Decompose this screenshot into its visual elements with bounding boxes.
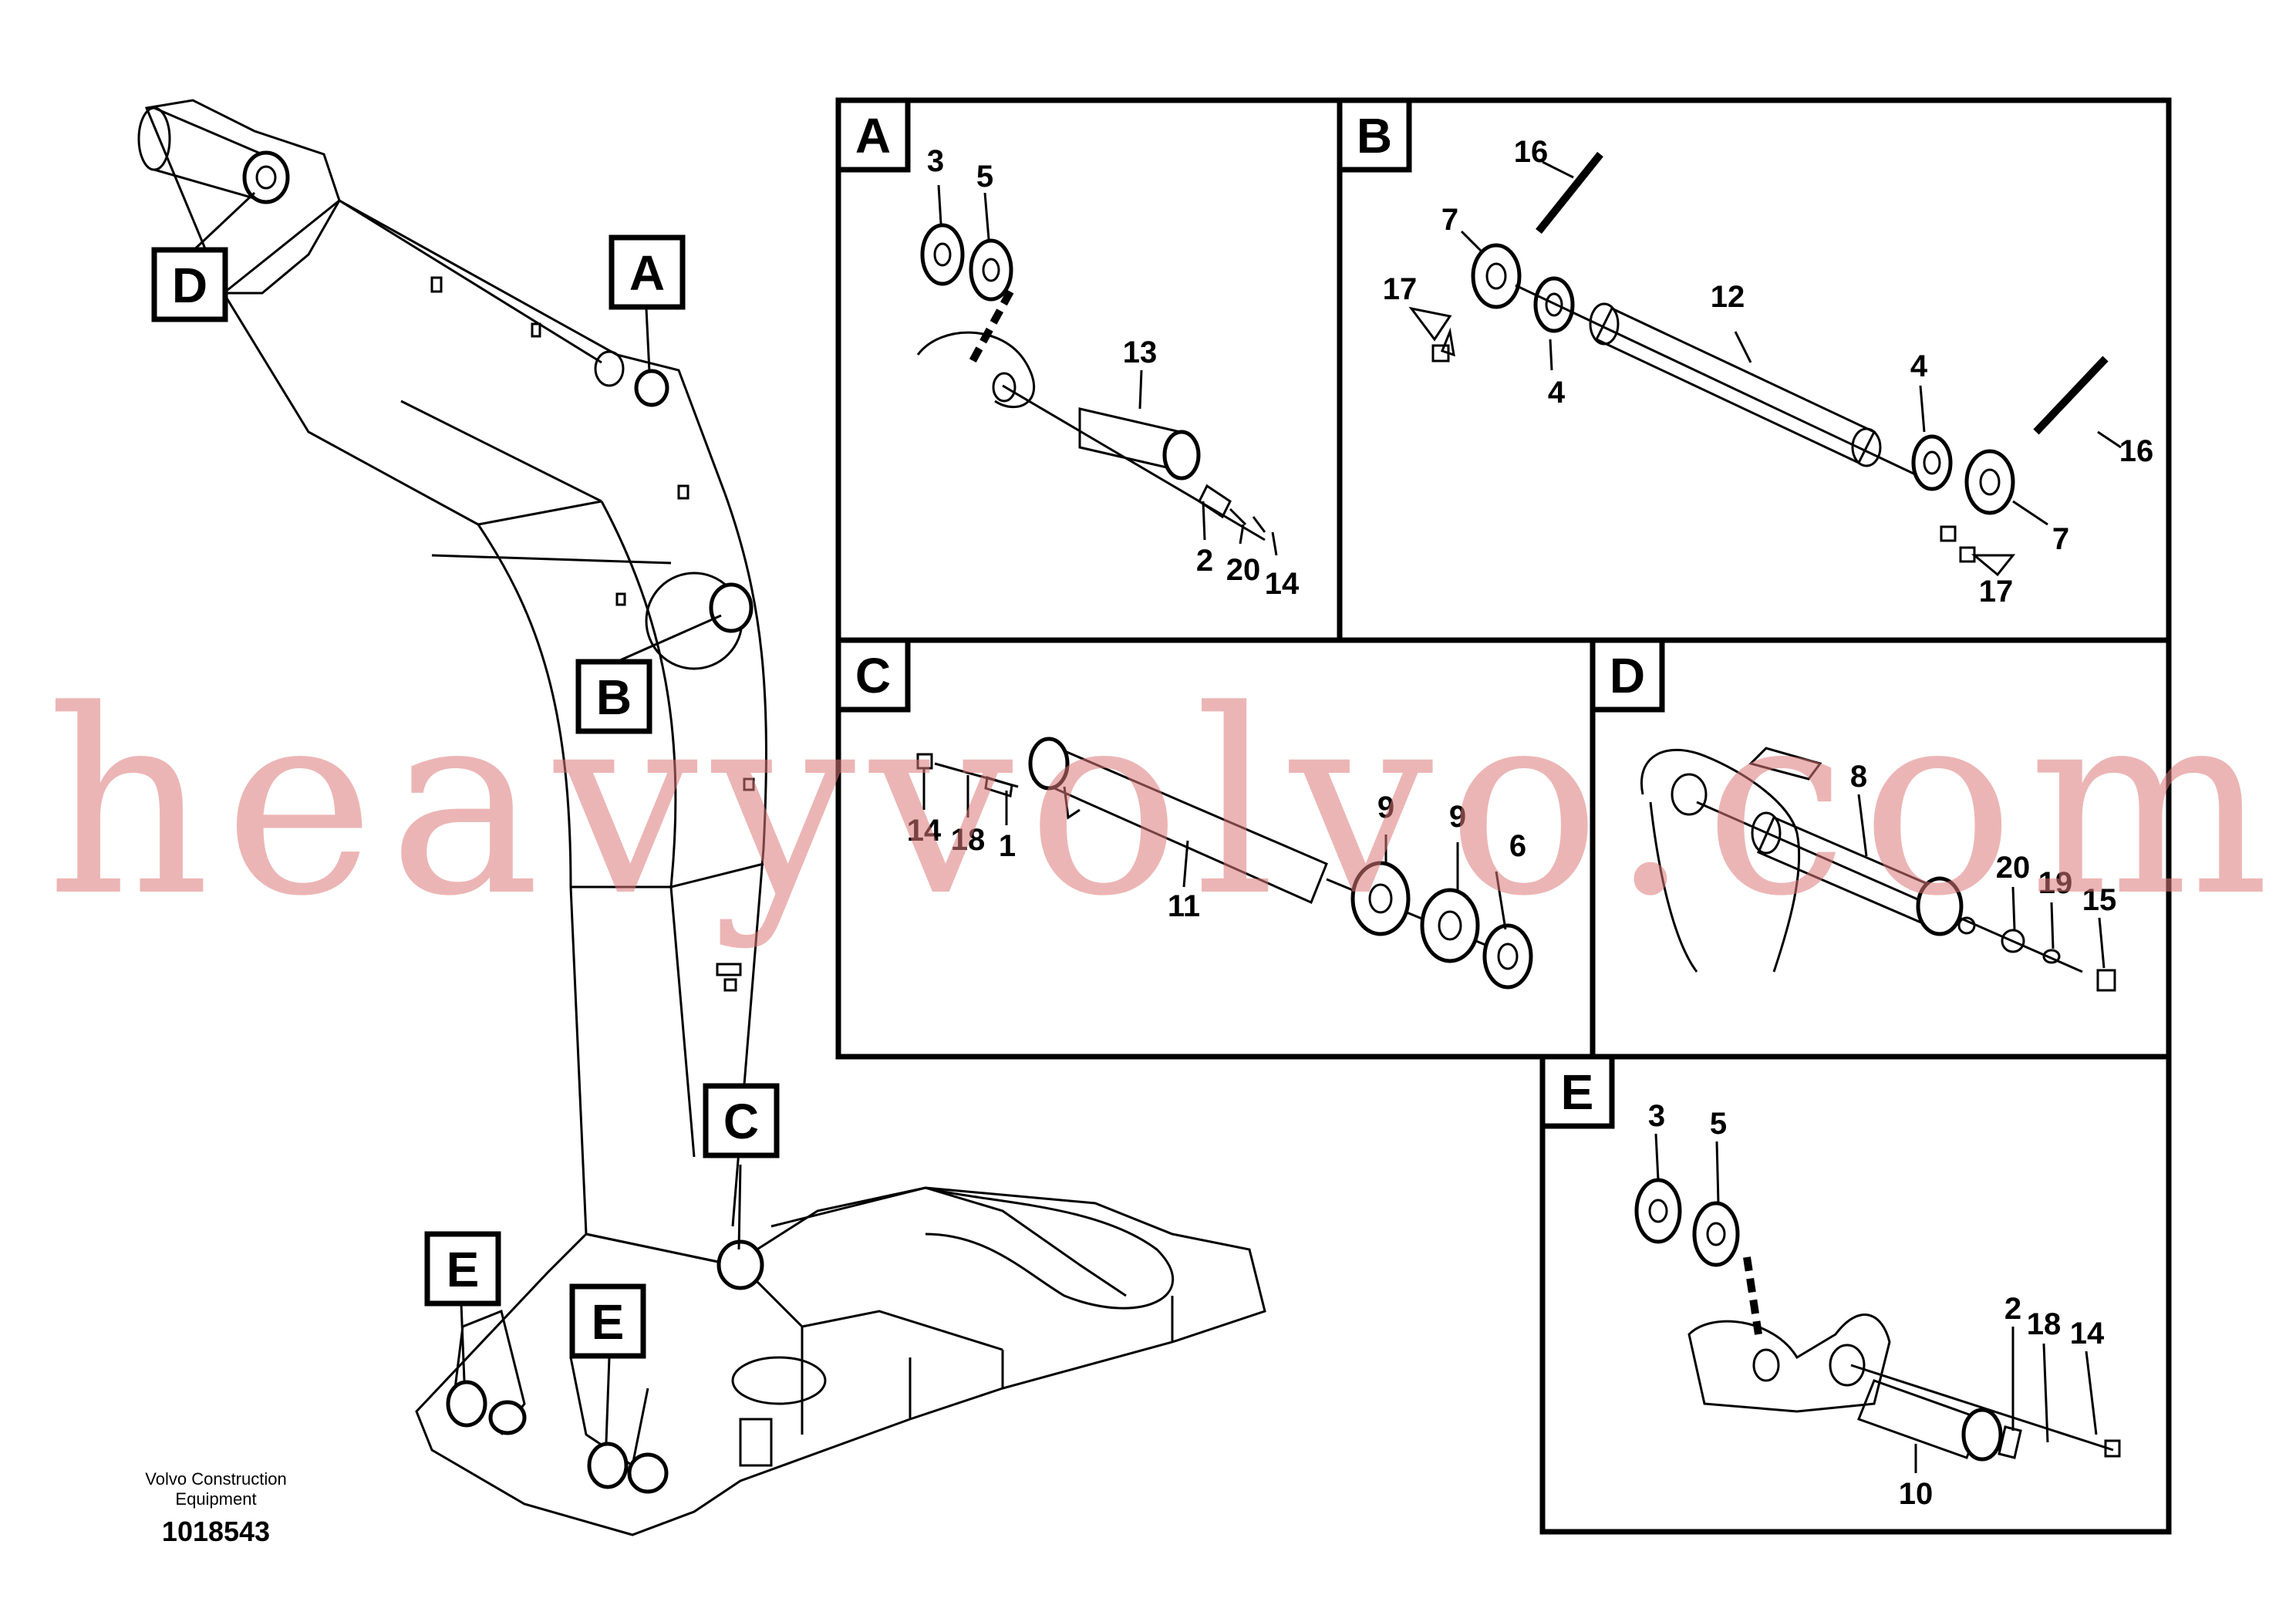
panel-c-label-14: 14 [907,814,942,848]
panel-c-label-9-right: 9 [1449,800,1466,834]
callout-tag-e-right-text: E [592,1294,625,1350]
footer-company: Volvo Construction Equipment [116,1469,316,1509]
panel-a-tag: A [855,108,891,164]
panel-e-label-14: 14 [2070,1317,2105,1351]
panel-c-label-9-left: 9 [1377,791,1394,824]
main-callout-leaders [187,191,742,1443]
callout-tag-d: D [151,247,228,322]
panel-d-label-8: 8 [1850,760,1867,794]
panel-a-label-20: 20 [1226,553,1261,587]
panel-d-label-15: 15 [2082,883,2117,917]
detail-panel-d: D 8 20 19 15 [1590,637,2172,1060]
panel-b-label-17-top: 17 [1383,272,1418,306]
panel-d-tag: D [1610,648,1645,703]
panel-a-label-5: 5 [976,160,993,194]
panel-e-label-2: 2 [2004,1292,2021,1326]
panel-e-parts [1634,1178,2121,1462]
panel-b-label-12: 12 [1711,280,1745,314]
panel-a-label-14: 14 [1265,567,1300,601]
detail-panel-b: B 16 7 17 4 12 4 [1337,97,2172,643]
panel-b-label-16-top: 16 [1514,135,1549,169]
panel-a-label-2: 2 [1196,544,1213,578]
panel-e-label-3: 3 [1648,1099,1665,1133]
panel-e-label-10: 10 [1899,1477,1934,1511]
panel-a-label-13: 13 [1123,336,1158,369]
panel-c-tag: C [855,648,891,703]
callout-tag-a-text: A [629,245,665,301]
callout-tag-e-right: E [569,1283,646,1359]
panel-e-tag: E [1561,1064,1594,1120]
footer-company-line1: Volvo Construction [145,1469,287,1489]
callout-tag-b: B [575,659,652,734]
panel-d-label-19: 19 [2038,866,2073,900]
callout-tag-c: C [703,1083,780,1158]
panel-b-label-7-bottom: 7 [2052,522,2069,556]
panel-c-label-11: 11 [1168,889,1200,923]
panel-b-label-16-bottom: 16 [2119,434,2154,468]
callout-tag-c-text: C [723,1094,759,1149]
panel-b-label-17-bottom: 17 [1979,575,2014,609]
panel-e-label-18: 18 [2027,1307,2062,1341]
detail-panel-e: E 3 5 2 18 14 10 [1539,1054,2172,1535]
panel-d-parts [1640,747,2116,992]
panel-c-label-6: 6 [1509,829,1526,863]
panel-c-label-1: 1 [999,829,1016,863]
panel-a-parts [916,223,1266,541]
panel-c-label-18: 18 [951,823,986,857]
panel-d-label-20: 20 [1996,851,2031,885]
callout-tag-d-text: D [172,258,207,313]
panel-b-label-4-left: 4 [1548,376,1566,410]
detail-panel-a: A 3 5 13 2 20 14 [835,97,1343,643]
callout-tag-e-left-text: E [447,1242,480,1297]
callout-tag-e-left: E [424,1231,501,1307]
footer-company-line2: Equipment [175,1489,257,1509]
callout-tag-b-text: B [596,669,632,725]
panel-e-label-5: 5 [1710,1107,1727,1141]
panel-b-label-7-top: 7 [1441,203,1458,237]
panel-b-tag: B [1357,108,1392,164]
boom-assembly-drawing [137,99,1266,1536]
panel-a-label-3: 3 [927,144,944,178]
panel-b-label-4-right: 4 [1910,349,1928,383]
panel-c-parts [916,737,1533,990]
callout-tag-a: A [609,234,686,310]
panel-b-parts [1431,151,2109,563]
footer-drawing-number: 1018543 [161,1516,271,1547]
